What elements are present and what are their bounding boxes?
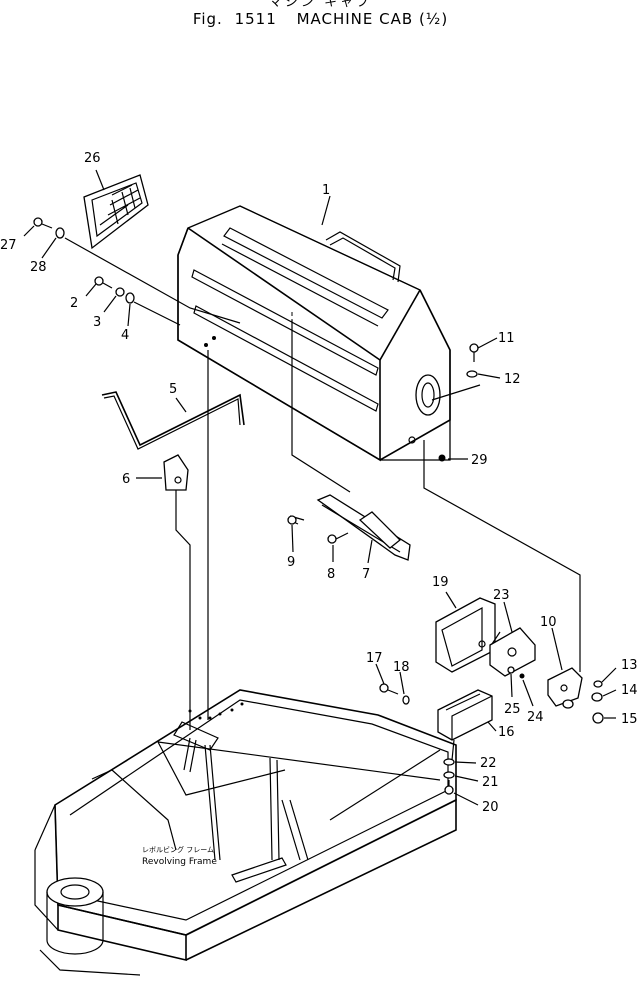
callout-8: 8: [327, 567, 335, 582]
bracket-16: [437, 689, 493, 741]
callout-14: 14: [621, 683, 638, 698]
callout-3: 3: [93, 315, 101, 330]
callout-9: 9: [287, 555, 295, 570]
callout-11: 11: [498, 331, 515, 346]
callout-12: 12: [504, 372, 521, 387]
callout-25: 25: [504, 702, 521, 717]
plate-23: [489, 627, 536, 677]
callout-1: 1: [322, 183, 330, 198]
callout-2: 2: [70, 296, 78, 311]
figure-name: MACHINE CAB (½): [296, 10, 449, 28]
figure-number: 1511: [234, 10, 277, 28]
callouts: 1 2 3 4 5 6 7 8 9 10 11 12 13 14 15 16 1: [0, 151, 638, 815]
screen-plate: [83, 174, 149, 250]
callout-4: 4: [121, 328, 129, 343]
callout-23: 23: [493, 588, 510, 603]
cab-body: [177, 205, 451, 462]
support-rod: [101, 391, 245, 450]
frame-label-jp: レボルビング フレーム: [142, 845, 214, 854]
callout-26: 26: [84, 151, 101, 166]
bracket-6: [163, 454, 189, 491]
callout-18: 18: [393, 660, 410, 675]
callout-22: 22: [480, 756, 497, 771]
latch-10: [547, 667, 583, 709]
callout-29: 29: [471, 453, 488, 468]
revolving-frame: [34, 689, 457, 976]
callout-15: 15: [621, 712, 638, 727]
callout-5: 5: [169, 382, 177, 397]
callout-19: 19: [432, 575, 449, 590]
figure-subtitle-jp: マシン キャブ: [268, 0, 373, 10]
callout-27: 27: [0, 238, 17, 253]
callout-24: 24: [527, 710, 544, 725]
figure-title: Fig. 1511 MACHINE CAB (½): [0, 10, 641, 28]
callout-21: 21: [482, 775, 499, 790]
assembly-lines: [64, 237, 581, 821]
lever-7: [287, 494, 411, 561]
callout-28: 28: [30, 260, 47, 275]
frame-label-en: Revolving Frame: [142, 857, 217, 867]
fasteners: [33, 217, 604, 795]
bracket-19: [435, 597, 496, 673]
callout-7: 7: [362, 567, 370, 582]
figure-prefix: Fig.: [192, 10, 223, 28]
callout-17: 17: [366, 651, 383, 666]
callout-6: 6: [122, 472, 130, 487]
callout-13: 13: [621, 658, 638, 673]
callout-16: 16: [498, 725, 515, 740]
callout-10: 10: [540, 615, 557, 630]
callout-20: 20: [482, 800, 499, 815]
